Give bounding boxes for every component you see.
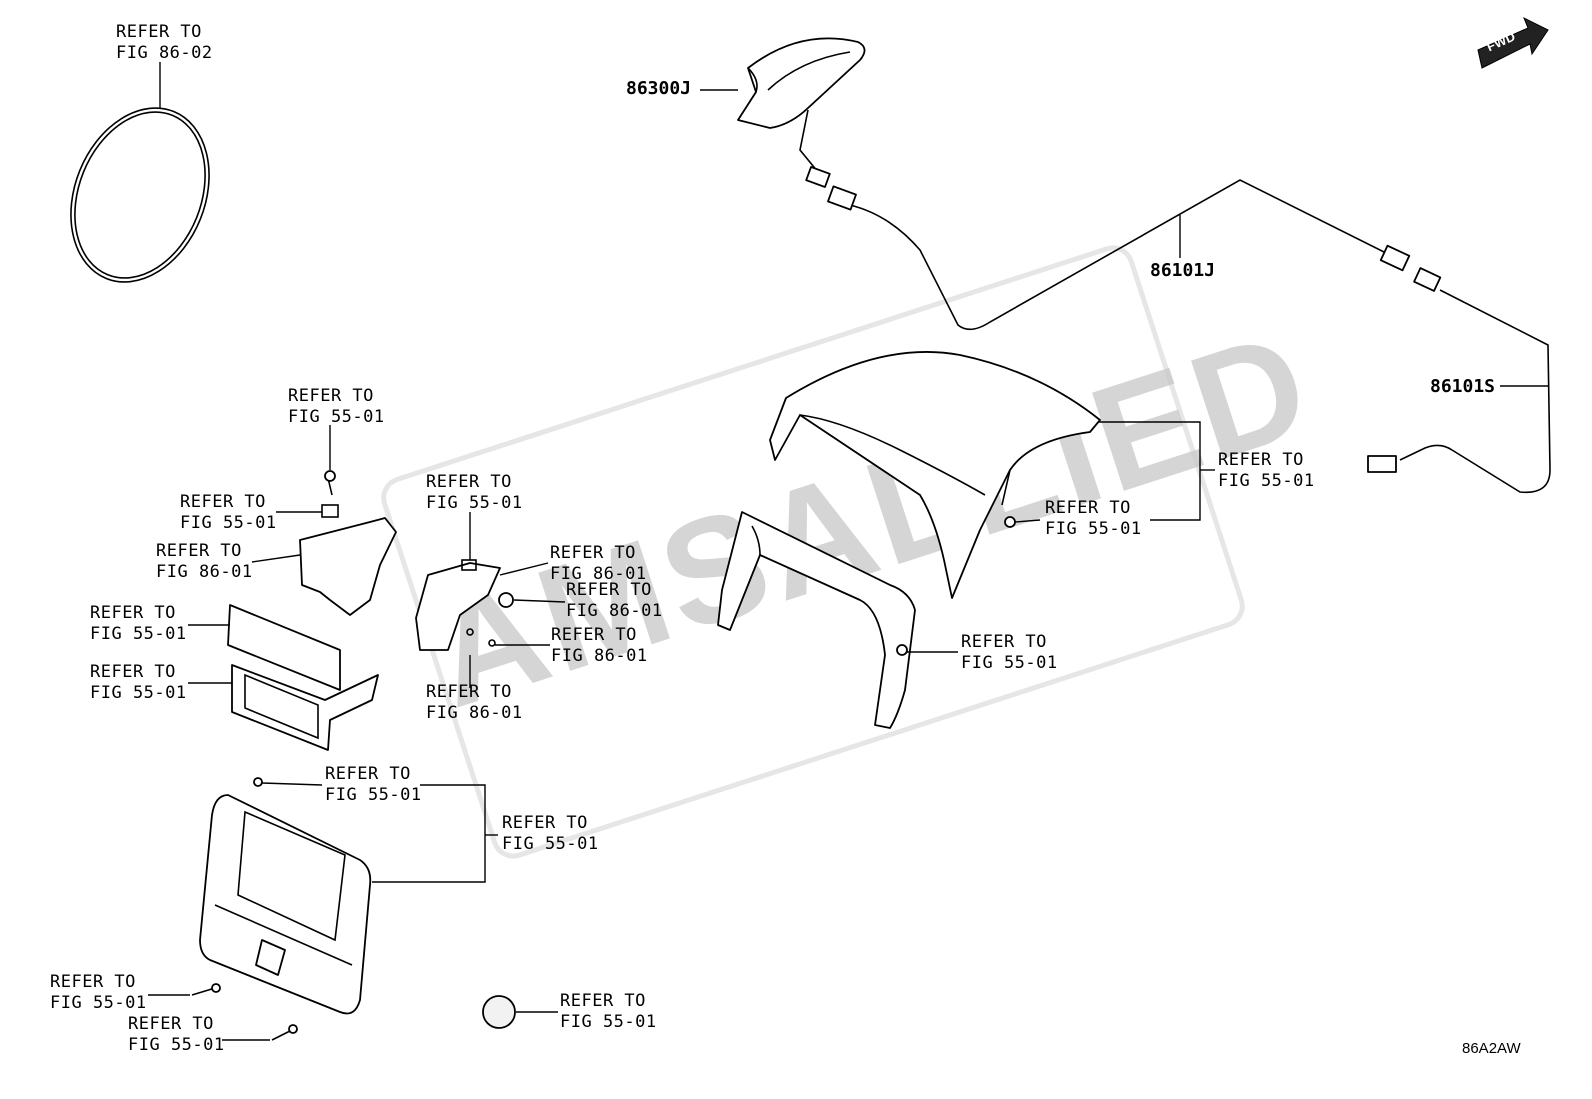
callout-line1: REFER TO [550,543,636,563]
display-bezel[interactable] [199,777,372,1015]
callout-line1: REFER TO [426,472,512,492]
callout-line2: FIG 55-01 [502,834,599,854]
callout-line2: FIG 86-01 [426,703,523,723]
callout-line2: FIG 86-01 [550,564,647,584]
callout-line2: FIG 55-01 [325,785,422,805]
callout-line2: FIG 55-01 [180,513,277,533]
callout-line2: FIG 55-01 [90,683,187,703]
fwd-arrow-icon [1477,16,1549,69]
part-number-sub-cable[interactable]: 86101S [1430,376,1496,397]
callout-cluster-hood[interactable]: REFER TO FIG 55-01 [1218,450,1315,492]
speaker-ring[interactable] [46,87,234,303]
screw-left-lower[interactable] [191,983,221,996]
callout-line1: REFER TO [90,603,176,623]
cluster-hood[interactable] [769,351,1101,599]
callout-middle-bracket-clip[interactable]: REFER TO FIG 55-01 [426,472,523,514]
callout-line1: REFER TO [426,682,512,702]
round-grommet[interactable] [482,995,516,1029]
audio-cover-upper[interactable] [227,604,341,691]
callout-screw-left[interactable]: REFER TO FIG 55-01 [50,972,147,1014]
callout-audio-cover[interactable]: REFER TO FIG 55-01 [90,603,187,645]
callout-line2: FIG 55-01 [90,624,187,644]
screw-bottom[interactable] [271,1024,298,1041]
callout-line2: FIG 55-01 [1045,519,1142,539]
callout-line1: REFER TO [156,541,242,561]
callout-middle-grommet[interactable]: REFER TO FIG 86-01 [566,580,663,622]
callout-line2: FIG 55-01 [961,653,1058,673]
callout-line1: REFER TO [50,972,136,992]
frame-clip[interactable] [896,644,908,656]
callout-line2: FIG 55-01 [1218,471,1315,491]
callout-line1: REFER TO [116,22,202,42]
callout-bezel-clip[interactable]: REFER TO FIG 55-01 [325,764,422,806]
callout-line2: FIG 55-01 [426,493,523,513]
callout-line1: REFER TO [128,1014,214,1034]
shark-fin-antenna[interactable] [737,37,866,129]
callout-line1: REFER TO [180,492,266,512]
callout-line1: REFER TO [1218,450,1304,470]
callout-line1: REFER TO [560,991,646,1011]
cluster-frame[interactable] [717,511,916,729]
callout-line2: FIG 55-01 [128,1035,225,1055]
callout-line1: REFER TO [502,813,588,833]
callout-line1: REFER TO [566,580,652,600]
callout-line1: REFER TO [325,764,411,784]
callout-line2: FIG 86-01 [566,601,663,621]
callout-line1: REFER TO [961,632,1047,652]
callout-screw-bottom[interactable]: REFER TO FIG 55-01 [128,1014,225,1056]
hood-clip[interactable] [1004,516,1016,528]
callout-middle-bracket-lower[interactable]: REFER TO FIG 86-01 [426,682,523,724]
callout-display-bezel[interactable]: REFER TO FIG 55-01 [502,813,599,855]
callout-line1: REFER TO [1045,498,1131,518]
callout-line1: REFER TO [288,386,374,406]
antenna-cable[interactable] [799,109,1551,494]
middle-bracket[interactable] [415,559,514,651]
callout-line2: FIG 86-01 [156,562,253,582]
left-bracket[interactable] [299,470,397,616]
callout-audio-pocket[interactable]: REFER TO FIG 55-01 [90,662,187,704]
callout-line1: REFER TO [551,625,637,645]
audio-pocket[interactable] [231,664,379,751]
callout-hood-clip[interactable]: REFER TO FIG 55-01 [1045,498,1142,540]
callout-left-bracket[interactable]: REFER TO FIG 86-01 [156,541,253,583]
part-number-feeder-cable[interactable]: 86101J [1150,260,1216,281]
callout-middle-bracket[interactable]: REFER TO FIG 86-01 [550,543,647,585]
part-number-antenna[interactable]: 86300J [626,78,692,99]
callout-bracket-screw[interactable]: REFER TO FIG 55-01 [288,386,385,428]
callout-line1: REFER TO [90,662,176,682]
callout-middle-screw[interactable]: REFER TO FIG 86-01 [551,625,648,667]
callout-speaker-ring[interactable]: REFER TO FIG 86-02 [116,22,213,64]
callout-grommet[interactable]: REFER TO FIG 55-01 [560,991,657,1033]
callout-cluster-frame[interactable]: REFER TO FIG 55-01 [961,632,1058,674]
callout-line2: FIG 55-01 [50,993,147,1013]
callout-line2: FIG 55-01 [560,1012,657,1032]
diagram-id: 86A2AW [1462,1040,1521,1057]
callout-bracket-clip[interactable]: REFER TO FIG 55-01 [180,492,277,534]
callout-line2: FIG 55-01 [288,407,385,427]
callout-line2: FIG 86-01 [551,646,648,666]
leader-lines [148,62,1548,1041]
callout-line2: FIG 86-02 [116,43,213,63]
